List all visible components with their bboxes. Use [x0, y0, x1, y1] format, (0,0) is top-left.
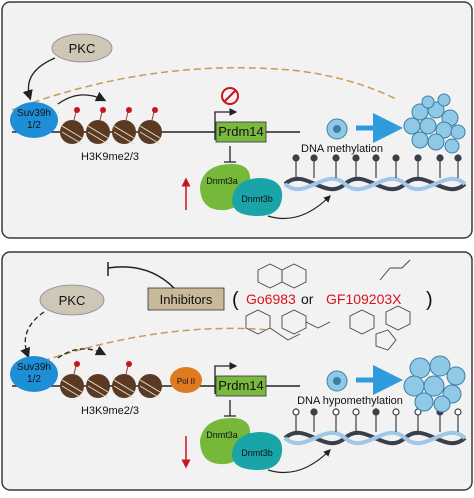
bottom-nucleosome: [86, 374, 110, 399]
top-promoter-arrow: [214, 108, 238, 140]
bottom-nucleosome: [112, 361, 136, 399]
top-single-cell: [326, 118, 348, 140]
bottom-dnmt3b-label: Dnmt3b: [241, 448, 273, 458]
bottom-gf109203x-structure: [349, 259, 411, 351]
top-pkc-ellipse: [51, 33, 113, 63]
bottom-drug1-label: Go6983: [246, 291, 296, 307]
bottom-pkc-to-suv-arrow: [20, 311, 45, 359]
top-outcome-label: DNA methylation: [301, 143, 383, 155]
methyl-mark: [152, 107, 158, 113]
top-suv39h-label-2: 1/2: [27, 120, 41, 131]
top-suv39h-label-1: Suv39h: [17, 108, 51, 119]
bottom-inhibition-line: [107, 262, 175, 289]
top-dnmt3b-shape: [232, 178, 283, 216]
top-blocked-icon: [221, 87, 239, 105]
bottom-suv-methylation-arrow: [57, 345, 107, 359]
bottom-cell-cluster: [403, 355, 466, 413]
top-histone-mark-label: H3K9me2/3: [81, 151, 139, 163]
bottom-pkc-label: PKC: [59, 293, 86, 308]
top-dnmt3b-label: Dnmt3b: [241, 194, 273, 204]
bottom-single-cell: [326, 370, 348, 392]
bottom-inhibitors-label: Inhibitors: [160, 292, 213, 307]
bottom-inhibitors-box: [147, 287, 225, 311]
top-prdm14-label: Prdm14: [218, 124, 264, 139]
top-dashed-arc: [11, 67, 399, 111]
top-panel: PKC Suv39h 1/2: [1, 1, 473, 239]
bottom-dnmt-to-dna-arrow: [267, 449, 331, 474]
bottom-histone-mark-label: H3K9me2/3: [81, 405, 139, 417]
top-nucleosome: [138, 107, 162, 145]
bottom-nucleosome: [60, 361, 84, 399]
bottom-prdm14-box: [215, 375, 267, 397]
bottom-outcome-label: DNA hypomethylation: [297, 395, 403, 407]
top-suv39h-ellipse: [10, 102, 58, 138]
bottom-or-label: or: [301, 291, 314, 307]
methyl-mark: [126, 107, 132, 113]
top-dnmt-to-dna-arrow: [267, 195, 331, 220]
bottom-suv39h-ellipse: [10, 356, 58, 392]
top-nucleosome: [112, 107, 136, 145]
bottom-nucleosome: [138, 374, 162, 399]
bottom-promoter-arrow: [214, 362, 238, 394]
bottom-nucleosomes: [60, 361, 162, 399]
top-nucleosome: [86, 107, 110, 145]
methyl-mark: [126, 361, 132, 367]
top-inhibition-bar: [224, 146, 236, 163]
top-suv-methylation-arrow: [57, 91, 107, 105]
bottom-dnmt3b-shape: [232, 432, 283, 470]
top-nucleosome: [60, 107, 84, 145]
top-dnmt3a-label: Dnmt3a: [206, 176, 238, 186]
bottom-pkc-ellipse: [39, 284, 105, 316]
bottom-suv39h-label-2: 1/2: [27, 374, 41, 385]
bottom-panel: PKC Inhibitors ( Go6983 or GF109203X ): [1, 251, 473, 491]
bottom-pol2-label: Pol II: [177, 377, 195, 386]
top-pkc-label: PKC: [69, 41, 96, 56]
bottom-open-paren: (: [232, 289, 239, 311]
bottom-go6983-structure: [245, 263, 331, 341]
bottom-suv39h-label-1: Suv39h: [17, 362, 51, 373]
top-nucleosomes: [60, 107, 162, 145]
methyl-mark: [74, 361, 80, 367]
bottom-close-paren: ): [426, 289, 433, 311]
bottom-pol2-shape: [170, 367, 202, 393]
methyl-mark: [74, 107, 80, 113]
methyl-mark: [100, 107, 106, 113]
top-prdm14-box: [215, 121, 267, 143]
bottom-panel-frame: [1, 251, 473, 491]
top-pkc-to-suv-arrow: [22, 57, 56, 101]
bottom-inhibition-bar: [224, 400, 236, 417]
bottom-drug2-label: GF109203X: [326, 291, 402, 307]
bottom-prdm14-label: Prdm14: [218, 378, 264, 393]
top-cell-cluster: [403, 93, 466, 154]
bottom-dnmt3a-label: Dnmt3a: [206, 430, 238, 440]
top-dna-helix: [283, 154, 467, 192]
